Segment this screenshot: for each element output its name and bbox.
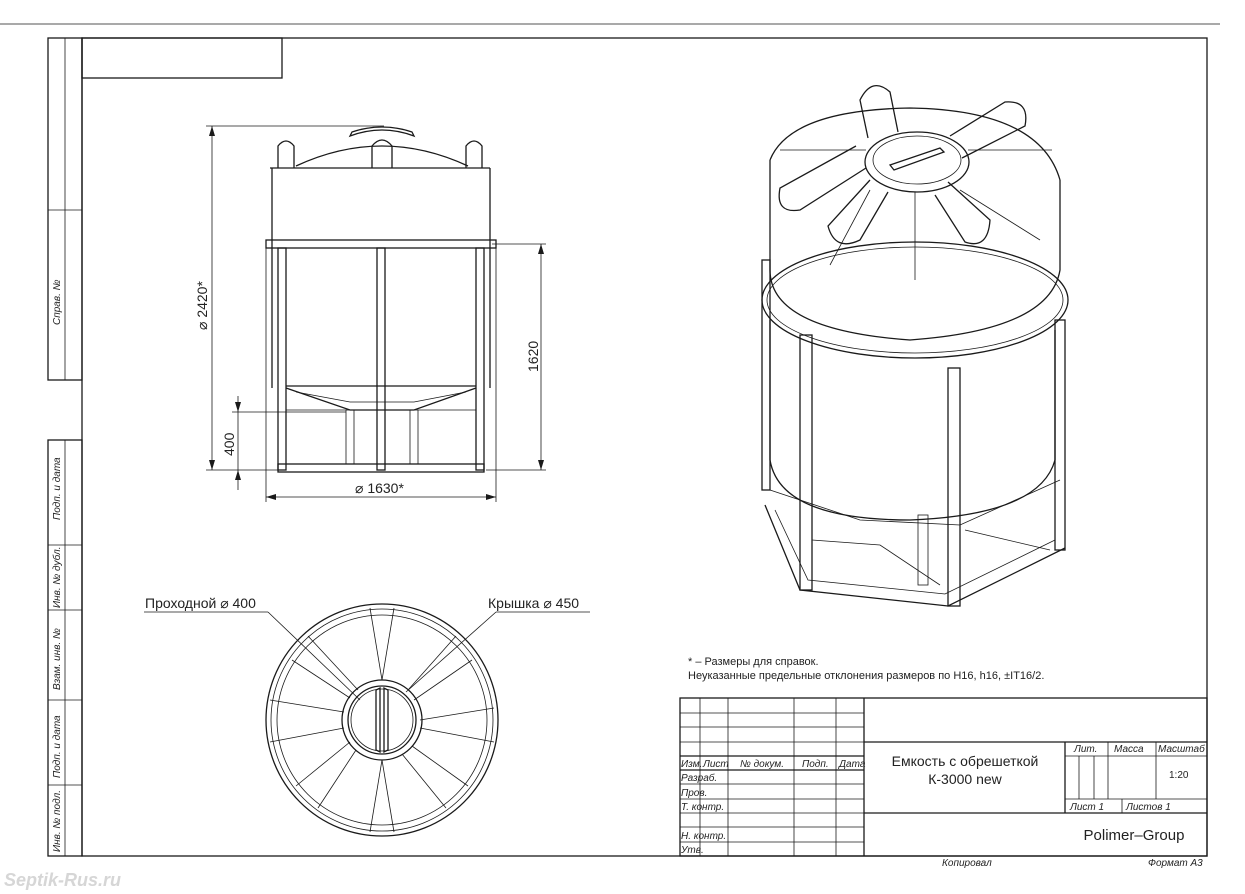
dim-height-body: 1620 (525, 341, 541, 372)
dim-height-total: ⌀ 2420* (194, 281, 210, 330)
top-outer-ring (265, 603, 499, 837)
stamp-podp-data-2: Подп. и дата (52, 715, 63, 778)
front-dome (295, 145, 469, 167)
col-doc: № докум. (740, 759, 784, 770)
front-leg-left (277, 247, 287, 471)
stamp-inv-dubl: Инв. № дубл. (51, 547, 63, 609)
stamp-vzam-inv: Взам. инв. № (52, 628, 63, 690)
front-bottom-frame (277, 463, 485, 473)
massa-label: Масса (1114, 744, 1144, 755)
masshtab-label: Масштаб (1158, 743, 1205, 755)
col-izm: Изм. (681, 759, 702, 770)
stamp-podp-data-1: Подп. и дата (52, 457, 63, 520)
company-name: Polimer–Group (1084, 827, 1185, 844)
format-label: Формат А3 (1148, 858, 1203, 869)
label-lid: Крышка ⌀ 450 (488, 595, 579, 611)
front-view: ⌀ 2420* 1620 400 ⌀ 1630* (194, 125, 546, 502)
stamp-inv-podl: Инв. № подл. (52, 790, 63, 852)
label-hatch: Проходной ⌀ 400 (145, 595, 256, 611)
stamp-sprav: Справ. № (52, 279, 63, 325)
lit-label: Лит. (1073, 744, 1097, 755)
col-list: Лист (702, 759, 729, 770)
iso-leg-2 (947, 367, 961, 607)
iso-lower-body (769, 320, 1056, 521)
note-2: Неуказанные предельные отклонения размер… (688, 670, 1044, 682)
front-lid (348, 126, 416, 138)
iso-dome-ribs (780, 149, 1052, 280)
title-block: Изм. Лист № докум. Подп. Дата Разраб. Пр… (679, 697, 1208, 869)
title-name-1: Емкость с обрешеткой (892, 753, 1039, 769)
row-utv: Утв. (680, 845, 704, 856)
iso-lid (864, 131, 970, 193)
title-name-2: К-3000 new (928, 771, 1002, 787)
front-leg-center (376, 247, 386, 471)
iso-leg-1 (799, 334, 813, 591)
front-leg-right (475, 247, 485, 471)
front-cone (285, 387, 477, 411)
col-podp: Подп. (802, 759, 829, 770)
row-nkontr: Н. контр. (681, 831, 726, 842)
col-data: Дата (838, 759, 866, 770)
top-view: Проходной ⌀ 400 Крышка ⌀ 450 (144, 595, 590, 837)
iso-bottom-frame (764, 504, 1066, 607)
iso-lugs (778, 84, 1027, 245)
sheet-label: Лист 1 (1069, 802, 1104, 813)
left-stamp: Справ. № Подп. и дата Инв. № дубл. Взам.… (47, 37, 83, 857)
top-hatch-circle (347, 685, 417, 755)
top-left-box (81, 37, 283, 79)
isometric-view (761, 84, 1069, 607)
iso-dome (769, 107, 1061, 181)
sheets-label: Листов 1 (1125, 802, 1171, 813)
row-prov: Пров. (681, 788, 707, 799)
front-ring (265, 239, 497, 249)
watermark: Septik-Rus.ru (4, 870, 121, 890)
iso-lid-handle (888, 147, 946, 171)
note-1: * – Размеры для справок. (688, 656, 819, 668)
drawing-frame (81, 37, 1208, 857)
dim-diameter: ⌀ 1630* (355, 480, 404, 496)
row-tkontr: Т. контр. (681, 802, 724, 813)
iso-top-body (769, 160, 1061, 341)
lid-handle (375, 686, 389, 754)
row-razrab: Разраб. (681, 772, 717, 784)
top-lid-circle (341, 679, 423, 761)
top-ribs (269, 607, 495, 833)
scale-value: 1:20 (1169, 770, 1189, 781)
dim-height-cone: 400 (221, 432, 237, 456)
iso-leg-3 (1054, 319, 1066, 551)
kopiroval-label: Копировал (942, 858, 992, 869)
